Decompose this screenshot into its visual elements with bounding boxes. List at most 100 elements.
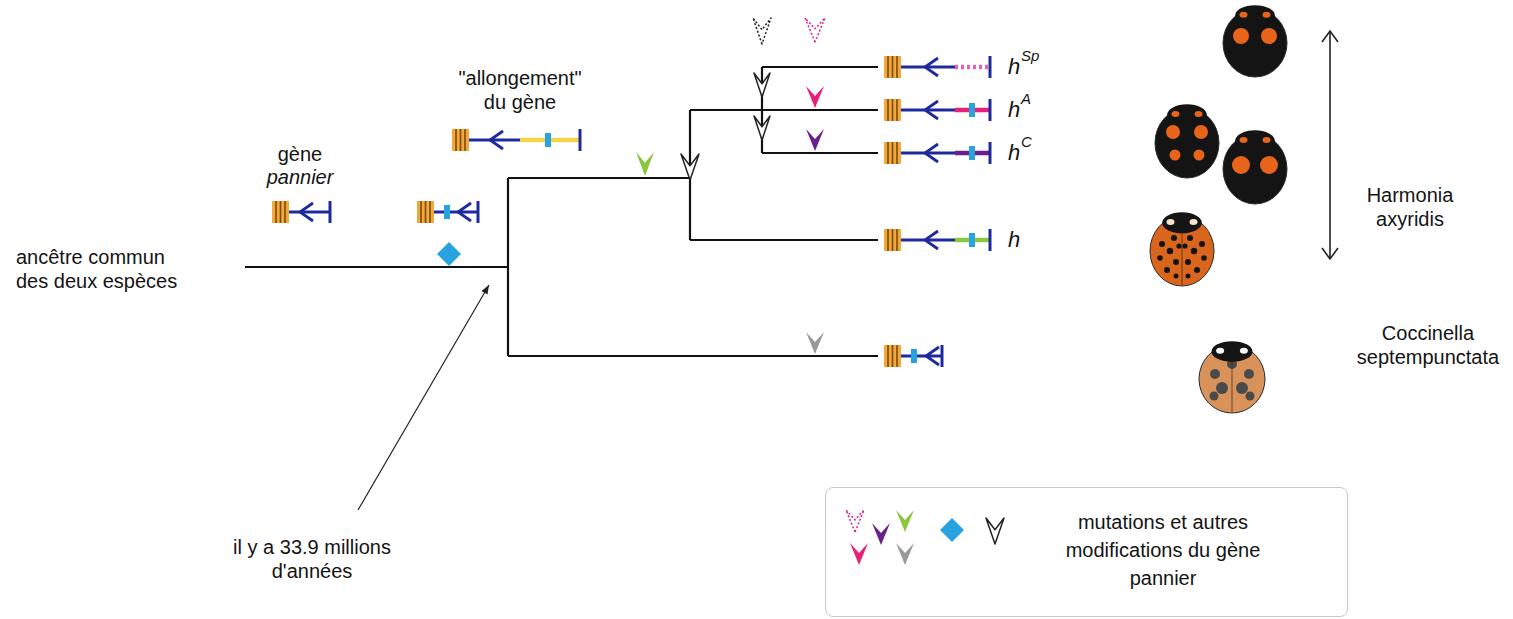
leader-head — [481, 283, 492, 294]
promoter-stripe — [896, 99, 898, 121]
promoter-stripe — [896, 345, 898, 367]
gene-end — [329, 201, 332, 223]
pronotum-mark — [1240, 348, 1248, 354]
promoter-block — [417, 201, 434, 223]
regulatory-mark — [969, 103, 975, 117]
ladybug-spot — [1166, 125, 1180, 139]
mutation-arrowhead — [806, 86, 824, 108]
pronotum-mark — [1239, 137, 1247, 143]
promoter-block — [884, 56, 901, 78]
promoter-stripe — [887, 142, 889, 164]
ladybug-spot — [1164, 267, 1170, 273]
allele-superscript: A — [1021, 90, 1051, 108]
elytra-suture — [1255, 147, 1256, 203]
allele-superscript: Sp — [1021, 47, 1051, 65]
gene-glyph — [272, 201, 330, 223]
ladybug-spot — [1157, 255, 1163, 261]
promoter-block — [452, 129, 469, 151]
gene-end — [989, 99, 992, 121]
range-line — [1329, 32, 1331, 258]
mutation-arrowhead — [636, 152, 654, 176]
range-head — [1322, 248, 1338, 259]
regulatory-mark — [911, 349, 917, 363]
gene-glyph — [884, 142, 990, 164]
promoter-block — [884, 229, 901, 251]
gene-name: pannier — [255, 165, 345, 189]
ladybug-spot — [1199, 241, 1205, 247]
leader-arrow — [358, 283, 492, 510]
pronotum-mark — [1166, 219, 1174, 225]
species-label: Harmonia axyridis — [1345, 183, 1475, 231]
allele-label: h — [1008, 227, 1024, 253]
promoter-stripe — [425, 201, 427, 223]
promoter-stripe — [887, 99, 889, 121]
regulatory-mark — [444, 205, 450, 219]
promoter-stripe — [455, 129, 457, 151]
pronotum-mark — [1239, 12, 1247, 18]
ladybug-spot — [1232, 156, 1250, 174]
ladybug-pronotum — [1162, 212, 1202, 233]
tree-branch — [508, 355, 878, 357]
pronotum-mark — [1263, 12, 1271, 18]
promoter-block — [884, 142, 901, 164]
ladybug-spot — [1176, 243, 1181, 248]
ladybug-spot — [1174, 274, 1179, 279]
legend-box: mutations et autres modifications du gèn… — [825, 487, 1348, 617]
allele-superscript: C — [1021, 133, 1051, 151]
promoter-stripe — [280, 201, 282, 223]
mutation-arrowhead — [806, 332, 824, 354]
promoter-block — [884, 345, 901, 367]
elytra-suture — [1232, 357, 1233, 412]
legend-arrowhead — [850, 543, 868, 565]
ladybug-illustration — [1150, 212, 1214, 286]
mutation-arrowhead — [806, 129, 824, 151]
gene-direction — [458, 203, 471, 221]
tree-branch — [690, 239, 878, 241]
gene-end — [579, 129, 582, 151]
gene-line — [289, 211, 330, 214]
tree-branch — [690, 109, 878, 111]
elytra-suture — [1182, 229, 1183, 285]
promoter-stripe — [429, 201, 431, 223]
date-label: il y a 33.9 millions d'années — [222, 535, 402, 583]
gene-end — [989, 142, 992, 164]
modification-arrowhead — [681, 154, 699, 180]
mutation-diamond — [437, 242, 461, 266]
legend-diamond — [940, 518, 964, 542]
legend-arrowhead — [896, 543, 914, 565]
promoter-stripe — [887, 229, 889, 251]
gene-direction — [925, 144, 938, 162]
tree-branch — [762, 66, 878, 68]
mutation-arrowhead — [805, 18, 825, 42]
gene-direction — [925, 58, 938, 76]
ladybug-spot — [1233, 28, 1249, 44]
elytra-suture — [1255, 21, 1256, 76]
ladybug-spot — [1216, 382, 1228, 394]
elytra-suture — [1187, 121, 1188, 177]
ladybug-spot — [1187, 235, 1193, 241]
promoter-stripe — [892, 345, 894, 367]
annotation-label: "allongement" du gène — [450, 66, 590, 114]
gene-end — [989, 56, 992, 78]
gene-direction — [926, 347, 939, 365]
promoter-stripe — [460, 129, 462, 151]
promoter-block — [272, 201, 289, 223]
gene-glyph — [884, 229, 990, 251]
ladybug-spot — [1167, 248, 1173, 254]
gene-end — [941, 345, 944, 367]
modification-arrowhead — [753, 18, 771, 44]
tree-branch — [508, 177, 690, 179]
promoter-stripe — [275, 201, 277, 223]
ladybug-pronotum — [1167, 104, 1207, 125]
promoter-block — [884, 99, 901, 121]
ladybug-illustration — [1223, 130, 1287, 204]
species-label: Coccinella septempunctata — [1351, 321, 1506, 369]
promoter-stripe — [892, 229, 894, 251]
ladybug-illustration — [1223, 5, 1287, 77]
ladybug-spot — [1194, 125, 1208, 139]
gene-glyph — [452, 129, 580, 151]
legend-arrowhead — [896, 510, 914, 532]
ladybug-spot — [1171, 235, 1177, 241]
promoter-stripe — [892, 99, 894, 121]
